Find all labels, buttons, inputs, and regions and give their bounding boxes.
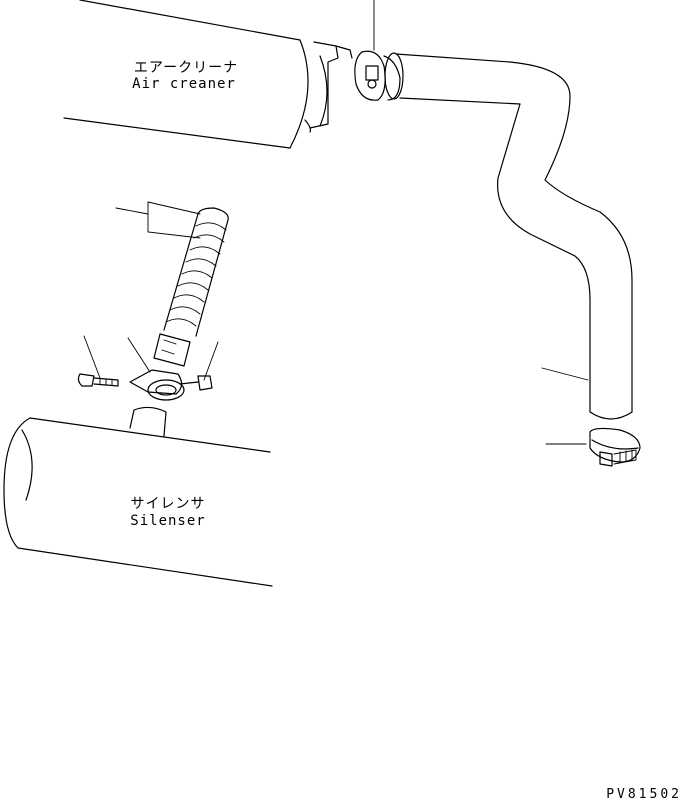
intake-pipe xyxy=(384,52,633,420)
lower-hose-clamp xyxy=(589,427,641,467)
air-cleaner-hose-clamp xyxy=(354,50,401,101)
air-cleaner-label-en: Air creaner xyxy=(132,76,236,92)
air-cleaner xyxy=(63,0,353,149)
mounting-flange-set xyxy=(77,369,213,401)
drawing-code: PV81502 xyxy=(606,787,682,802)
silencer-label-jp: サイレンサ xyxy=(131,496,206,512)
air-cleaner-label-jp: エアークリーナ xyxy=(134,60,238,76)
leader-lines xyxy=(83,0,589,445)
flexible-hose xyxy=(153,207,229,367)
silencer-label-en: Silenser xyxy=(130,513,205,529)
silencer xyxy=(3,406,273,587)
